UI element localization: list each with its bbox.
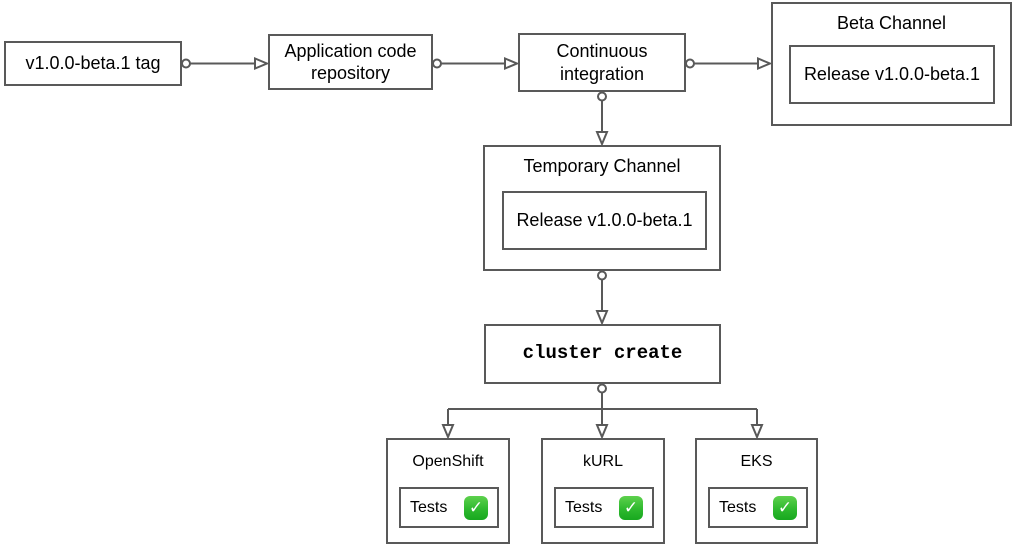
node-version-tag: v1.0.0-beta.1 tag [4, 41, 182, 86]
temporary-channel-title: Temporary Channel [523, 156, 681, 176]
connector-temporary-channel-to-cluster-create [595, 270, 609, 326]
node-cluster-create: cluster create [484, 324, 721, 384]
openshift-title: OpenShift [412, 453, 484, 470]
check-mark-icon [619, 495, 643, 520]
node-application-code-repository: Application code repository [268, 34, 433, 90]
temporary-channel-release-label: Release v1.0.0-beta.1 [516, 210, 693, 230]
node-temporary-channel: Temporary Channel Release v1.0.0-beta.1 [483, 145, 721, 271]
kurl-title: kURL [582, 453, 623, 470]
cluster-create-label: cluster create [522, 342, 683, 365]
beta-channel-release-label: Release v1.0.0-beta.1 [803, 64, 981, 84]
eks-tests-label: Tests [719, 498, 757, 516]
node-continuous-integration-label: Continuous integration [556, 41, 648, 84]
openshift-tests-box: Tests [399, 487, 499, 528]
eks-tests-box: Tests [708, 487, 808, 528]
node-eks: EKS Tests [695, 438, 818, 544]
node-kurl: kURL Tests [541, 438, 665, 544]
connector-ci-to-temporary-channel [595, 91, 609, 147]
node-openshift: OpenShift Tests [386, 438, 510, 544]
connector-cluster-create-to-platforms [441, 383, 764, 440]
kurl-tests-label: Tests [565, 498, 603, 516]
connector-ci-to-beta-channel [685, 57, 773, 70]
beta-channel-title: Beta Channel [836, 13, 947, 33]
check-mark-icon [464, 495, 488, 520]
connector-repo-to-ci [432, 57, 520, 70]
temporary-channel-release-box: Release v1.0.0-beta.1 [502, 191, 707, 250]
eks-title: EKS [740, 453, 773, 470]
node-beta-channel: Beta Channel Release v1.0.0-beta.1 [771, 2, 1012, 126]
kurl-tests-box: Tests [554, 487, 654, 528]
connector-tag-to-repo [181, 57, 270, 70]
check-mark-icon [773, 495, 797, 520]
node-application-code-repository-label: Application code repository [284, 40, 417, 84]
node-continuous-integration: Continuous integration [518, 33, 686, 92]
node-version-tag-label: v1.0.0-beta.1 tag [25, 53, 161, 74]
openshift-tests-label: Tests [410, 498, 448, 516]
beta-channel-release-box: Release v1.0.0-beta.1 [789, 45, 995, 104]
